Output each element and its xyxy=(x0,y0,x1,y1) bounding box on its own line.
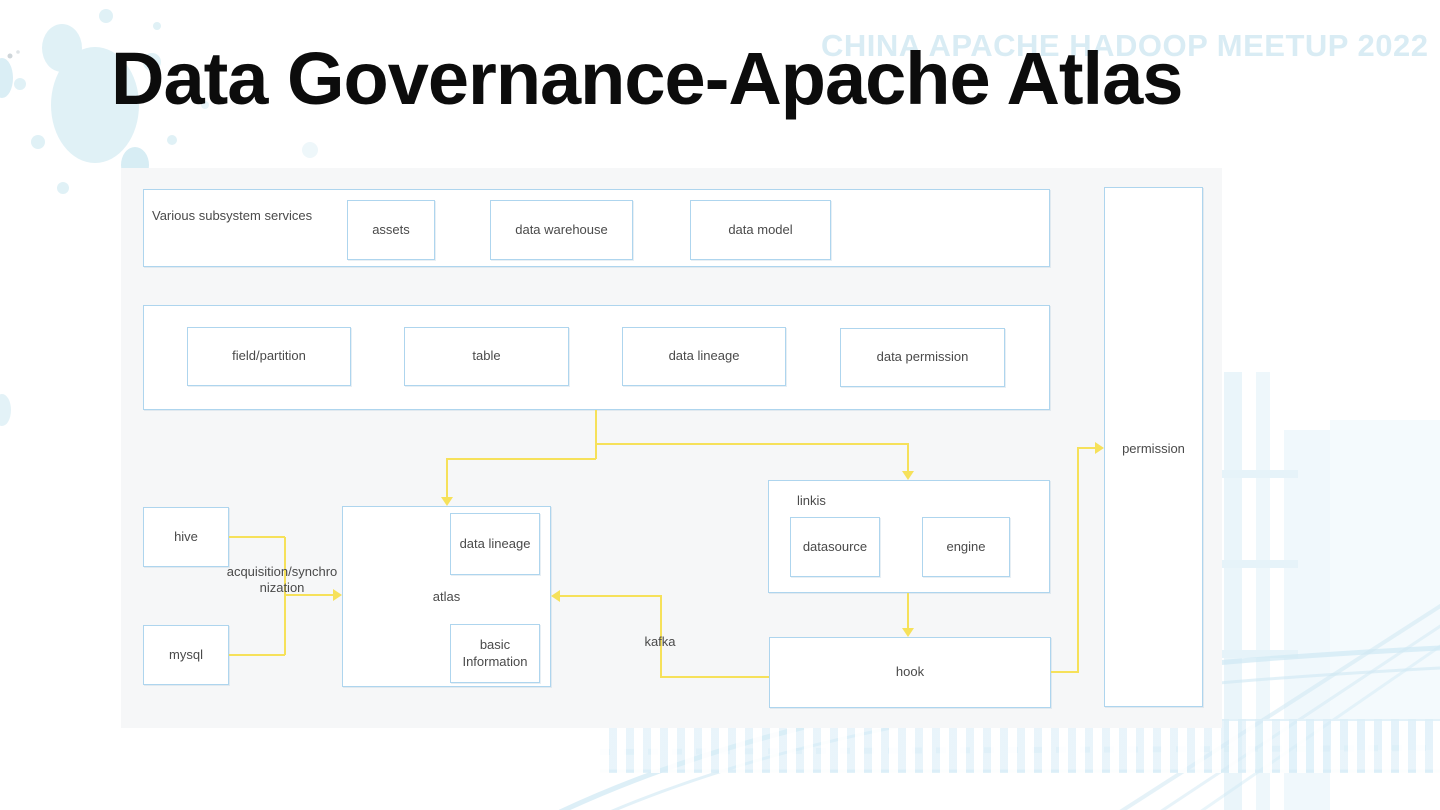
table-box: table xyxy=(404,327,569,386)
data-warehouse-box: data warehouse xyxy=(490,200,633,260)
page-title: Data Governance-Apache Atlas xyxy=(111,37,1183,120)
hive-box: hive xyxy=(143,507,229,567)
mysql-box: mysql xyxy=(143,625,229,685)
atlas-basic-information-box: basic Information xyxy=(450,624,540,683)
acquisition-sync-label-line2: nization xyxy=(259,580,305,595)
acquisition-sync-label-line1: acquisition/synchro xyxy=(226,564,338,579)
atlas-data-lineage-box: data lineage xyxy=(450,513,540,575)
data-model-box: data model xyxy=(690,200,831,260)
datasource-box: datasource xyxy=(790,517,880,577)
engine-box: engine xyxy=(922,517,1010,577)
atlas-label: atlas xyxy=(432,589,461,604)
arrowhead-into-atlas-right xyxy=(551,590,560,602)
watermark: CHINA APACHE HADOOP MEETUP 2022 xyxy=(821,28,1429,63)
assets-box: assets xyxy=(347,200,435,260)
subsystem-container-label: Various subsystem services xyxy=(152,208,313,223)
arrowhead-into-atlas-top xyxy=(441,497,453,506)
permission-label: permission xyxy=(1122,441,1185,456)
arrowhead-into-hook xyxy=(902,628,914,637)
bridge-railing-decor xyxy=(600,719,1440,773)
data-lineage-box: data lineage xyxy=(622,327,786,386)
diagram-canvas: Various subsystem services linkis atlas … xyxy=(121,168,1222,728)
edge-metadata-to-linkis xyxy=(596,443,909,471)
linkis-label: linkis xyxy=(797,493,826,508)
arrowhead-into-permission xyxy=(1095,442,1104,454)
hook-box: hook xyxy=(769,637,1051,708)
kafka-label: kafka xyxy=(644,634,676,649)
edge-metadata-to-atlas xyxy=(446,458,596,497)
edge-hook-to-permission xyxy=(1051,447,1095,673)
data-permission-box: data permission xyxy=(840,328,1005,387)
field-partition-box: field/partition xyxy=(187,327,351,386)
edge-sources-to-atlas xyxy=(229,536,333,656)
arrowhead-into-linkis xyxy=(902,471,914,480)
acquisition-sync-label: acquisition/synchro nization xyxy=(222,564,342,596)
